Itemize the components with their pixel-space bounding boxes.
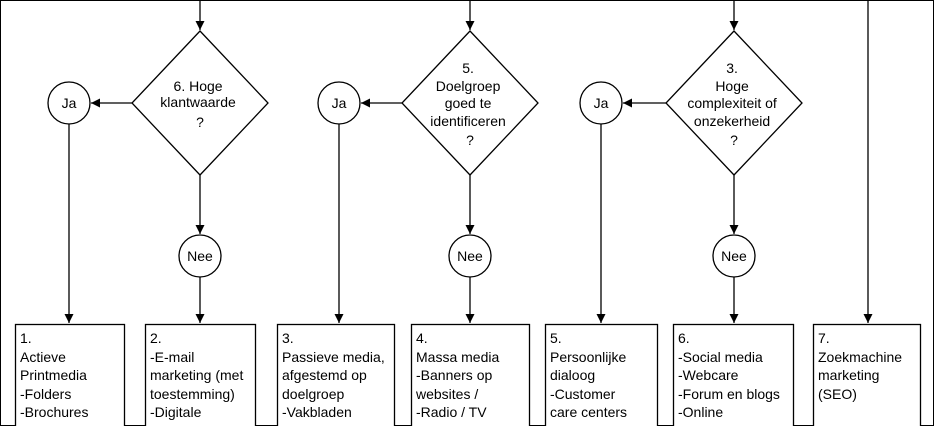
box-4-line-4: websites / [416, 385, 479, 402]
box-4-line-3: -Banners op [416, 367, 493, 383]
box-1-line-3: Printmedia [20, 367, 87, 383]
outcome-box-4-text: 4. Massa media -Banners op websites / -R… [416, 329, 499, 422]
outcome-box-4 [410, 323, 531, 426]
decision-3-line-1: 3. [726, 60, 738, 76]
box-7-line-3: marketing [818, 367, 880, 383]
box-4-line-2: Massa media [416, 348, 500, 365]
outcome-box-3-text: 3. Passieve media, afgestemd op doelgroe… [282, 329, 385, 422]
box-1-line-2: Actieve [20, 348, 66, 365]
box-1-line-4: -Folders [20, 385, 72, 402]
box-2-line-1: 2. [150, 330, 162, 346]
box-2-line-4: toestemming) [150, 385, 235, 402]
box-6-line-3: -Webcare [678, 367, 739, 383]
box-7-line-4: (SEO) [818, 385, 857, 402]
outcome-box-5 [544, 323, 659, 426]
box-5-line-5: care centers [550, 404, 628, 420]
box-6-line-2: -Social media [678, 348, 763, 365]
outcome-box-3 [276, 323, 396, 426]
outcome-box-6-text: 6. -Social media -Webcare -Forum en blog… [678, 329, 780, 422]
decision-6-line-3: ? [196, 114, 204, 130]
decision-3-line-4: onzekerheid [694, 113, 770, 129]
decision-5-line-2: Doelgroep [436, 78, 501, 94]
outcome-box-1 [14, 323, 126, 426]
box-3-line-3: afgestemd op [282, 367, 367, 383]
box-4-line-1: 4. [416, 330, 428, 346]
decision-6-label: 6. Hoge klantwaarde ? [160, 78, 239, 130]
box-5-line-1: 5. [550, 330, 562, 346]
decision-5-line-3: goed te [445, 95, 492, 111]
box-2-line-5: -Digitale [150, 404, 202, 420]
box-5-line-3: dialoog [550, 367, 596, 383]
box-1-line-5: -Brochures [20, 404, 89, 420]
decision-6-line-1: 6. Hoge [174, 78, 223, 94]
outcome-box-1-text: 1. Actieve Printmedia -Folders -Brochure… [20, 329, 88, 422]
decision-3-line-3: complexiteit of [687, 95, 777, 111]
decision-6-line-2: klantwaarde [160, 94, 236, 110]
ja-label-1: Ja [62, 95, 77, 111]
box-3-line-1: 3. [282, 330, 294, 346]
decision-3-line-5: ? [730, 132, 738, 148]
nee-label-3: Nee [721, 248, 747, 264]
decision-5-line-1: 5. [462, 60, 474, 76]
box-6-line-5: -Online [678, 404, 724, 420]
outcome-box-5-text: 5. Persoonlijke dialoog -Customer care c… [550, 329, 627, 422]
box-7-line-2: Zoekmachine [818, 348, 903, 365]
decision-3-line-2: Hoge [715, 78, 749, 94]
outcome-box-7 [812, 323, 922, 426]
box-1-line-1: 1. [20, 330, 32, 346]
nee-label-1: Nee [187, 248, 213, 264]
ja-label-3: Ja [594, 95, 609, 111]
box-6-line-4: -Forum en blogs [678, 385, 780, 402]
outcome-box-2-text: 2. -E-mail marketing (met toestemming) -… [150, 329, 243, 422]
box-5-line-2: Persoonlijke [550, 348, 627, 365]
decision-5-line-5: ? [466, 132, 474, 148]
ja-label-2: Ja [332, 95, 347, 111]
box-2-line-3: marketing (met [150, 367, 244, 383]
outcome-box-2 [144, 323, 257, 426]
box-4-line-5: -Radio / TV [416, 404, 487, 420]
outcome-box-6 [672, 323, 795, 426]
box-3-line-2: Passieve media, [282, 348, 385, 365]
box-3-line-4: doelgroep [282, 385, 345, 402]
box-6-line-1: 6. [678, 330, 690, 346]
decision-5-label: 5. Doelgroep goed te identificeren ? [430, 60, 509, 148]
box-5-line-4: -Customer [550, 385, 616, 402]
outcome-box-7-text: 7. Zoekmachine marketing (SEO) [818, 329, 902, 403]
nee-label-2: Nee [457, 248, 483, 264]
decision-5-line-4: identificeren [430, 113, 506, 129]
box-7-line-1: 7. [818, 330, 830, 346]
decision-3-label: 3. Hoge complexiteit of onzekerheid ? [687, 60, 780, 148]
box-3-line-5: -Vakbladen [282, 404, 352, 420]
box-2-line-2: -E-mail [150, 348, 195, 365]
